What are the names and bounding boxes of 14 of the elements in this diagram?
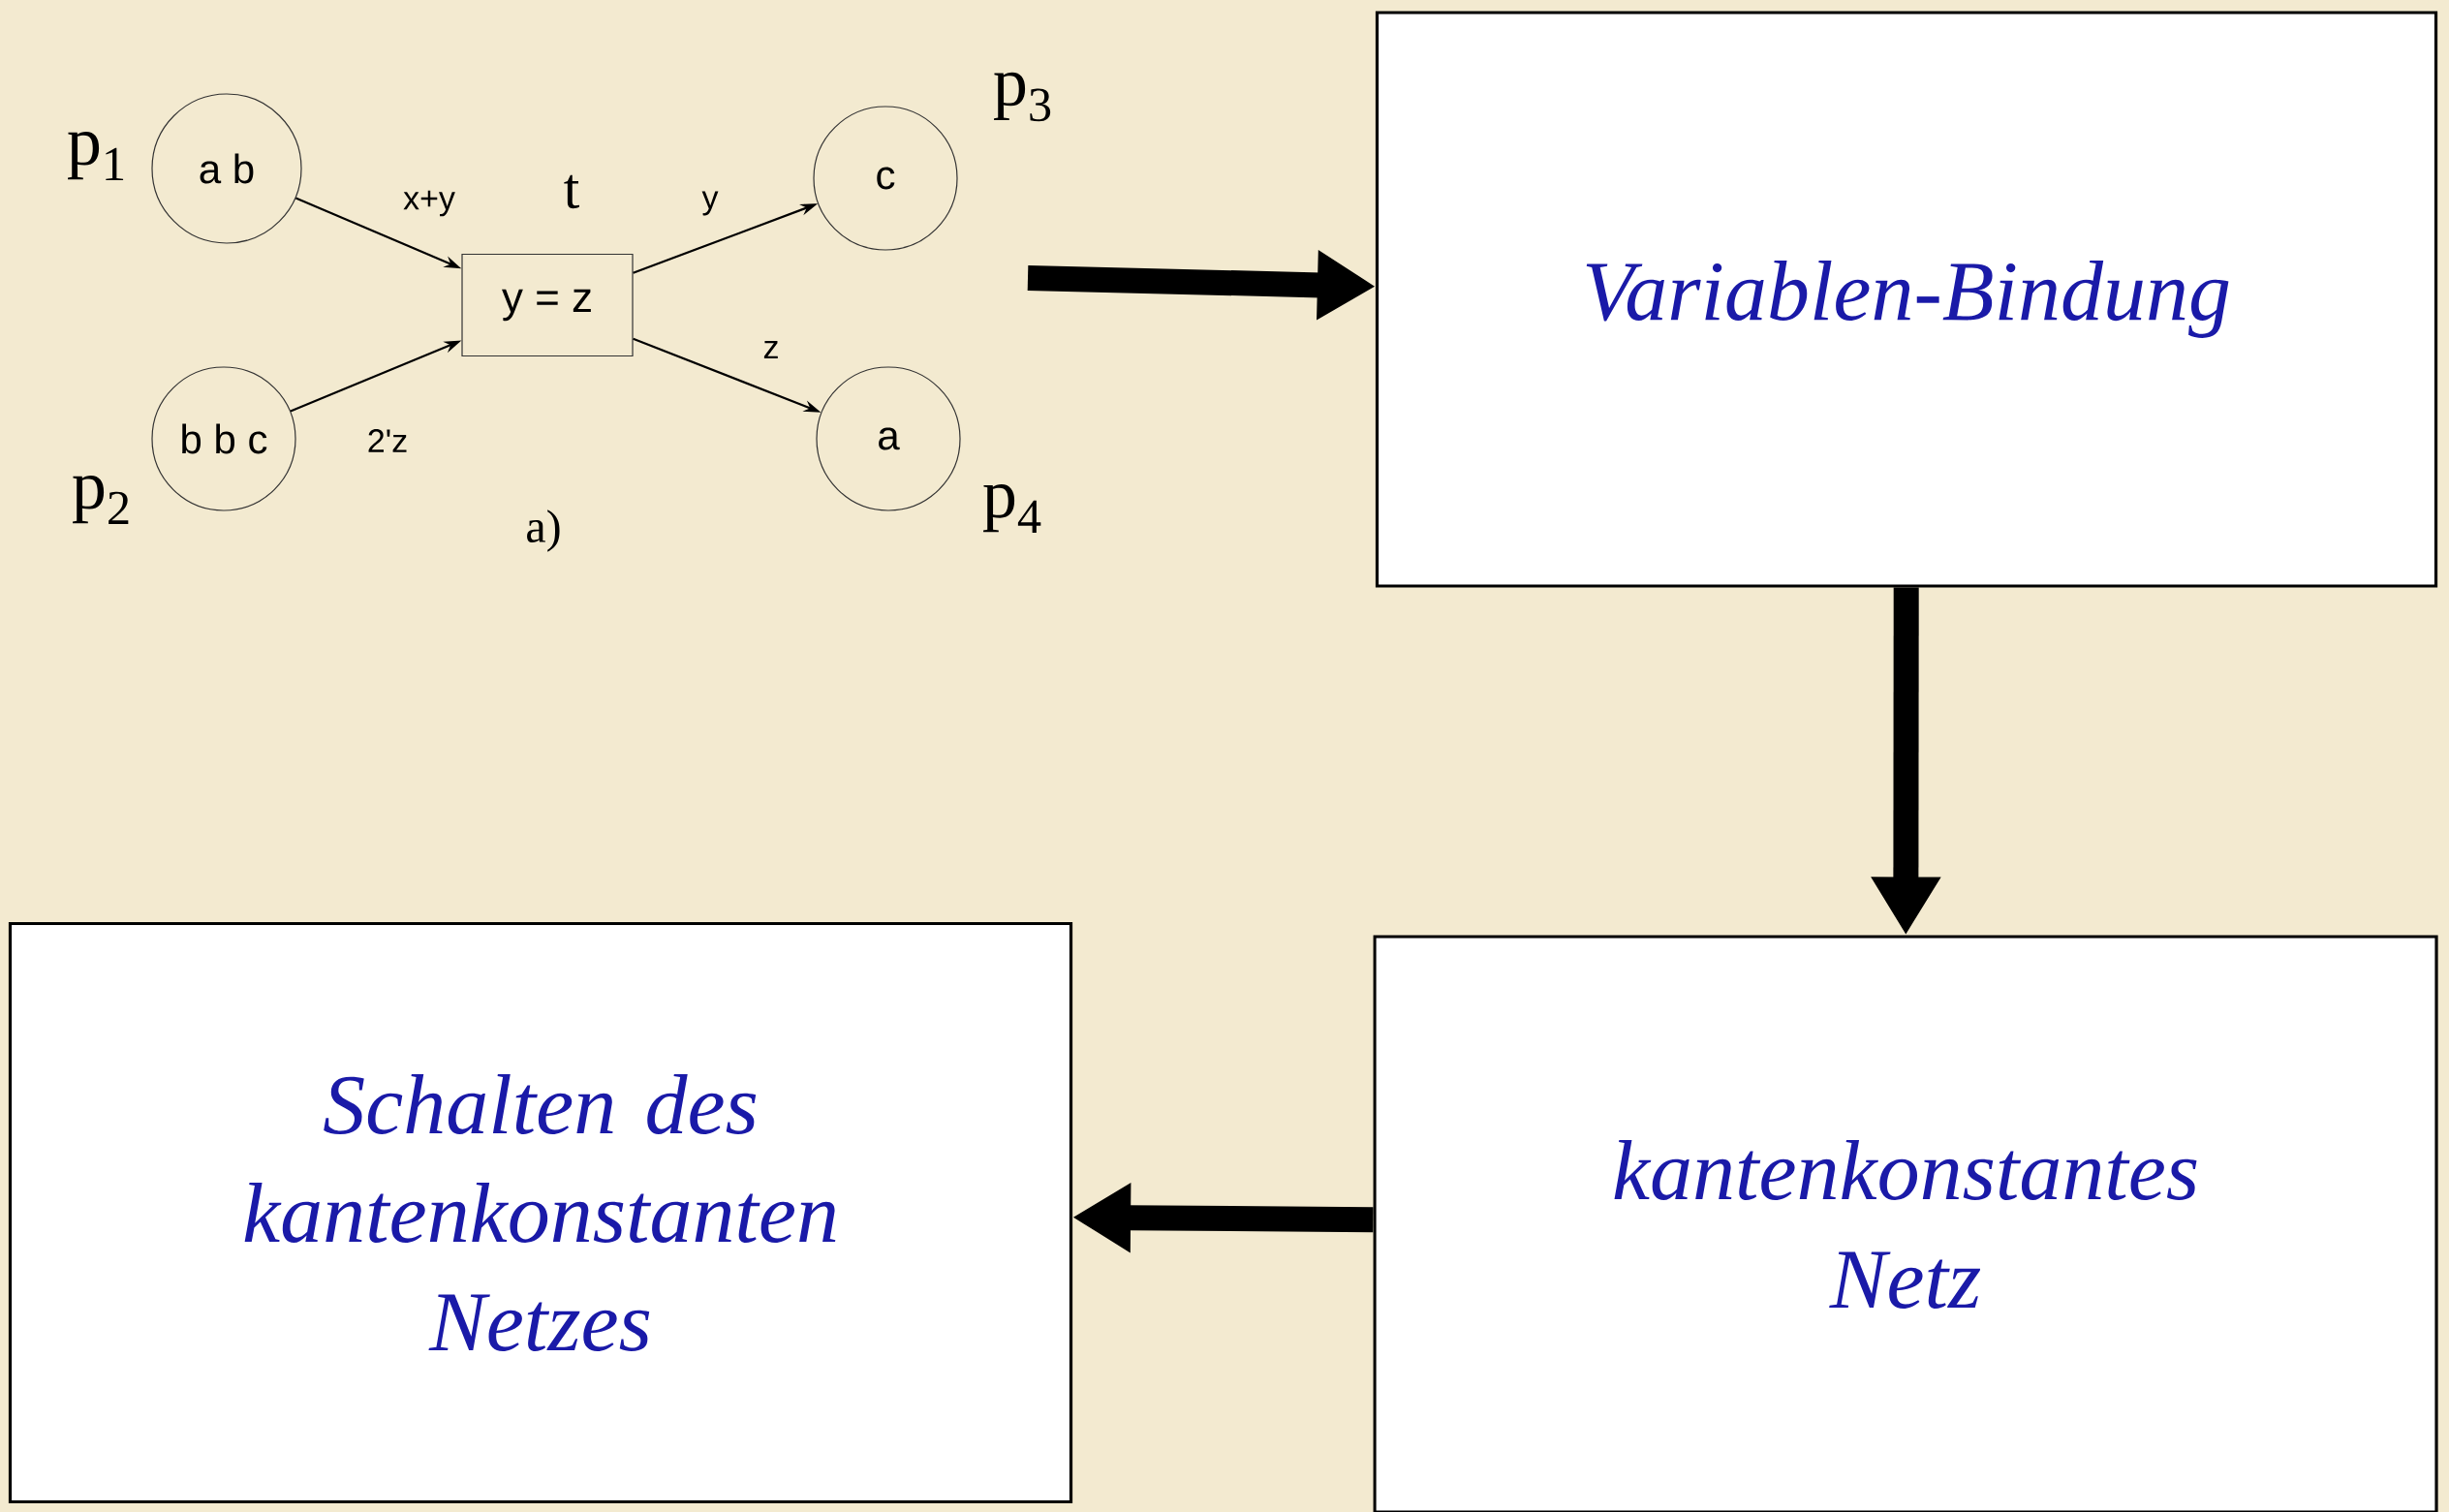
process-box: kantenkonstantes Netz [1373,935,2438,1512]
process-box: Variablen-Bindung [1375,11,2438,588]
edge-label: y [701,191,719,216]
edge-label: x+y [403,190,455,217]
place-label: p$_{2}$ [73,475,129,525]
figure-label: a) [527,509,560,552]
edge-label: 2'z [368,429,407,452]
edge-label: z [763,341,778,358]
place-label: p$_{1}$ [68,132,124,180]
transition-box: y = z [461,253,634,357]
process-box: Schalten des kantenkonstanten Netzes [8,921,1073,1504]
place-label: t [564,174,579,209]
place-label: p$_{4}$ [983,484,1041,533]
place-label: p$_{3}$ [994,72,1051,122]
